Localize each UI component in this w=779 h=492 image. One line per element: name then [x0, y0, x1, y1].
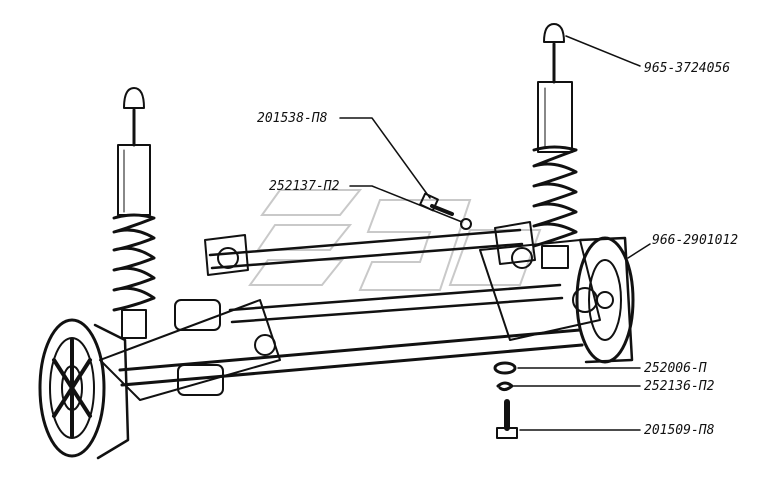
- leader-lines: [339, 35, 651, 431]
- left-brake-drum: [38, 318, 130, 460]
- label-axle: 966-2901012: [652, 233, 738, 248]
- label-nut: 252137-П2: [269, 179, 340, 194]
- right-shock-absorber: [532, 23, 578, 269]
- spring-washer: [496, 381, 514, 392]
- label-bolt: 201538-П8: [257, 111, 328, 126]
- right-brake-drum: [575, 236, 635, 364]
- right-coil-spring: [532, 145, 578, 248]
- bottom-bolt: [496, 399, 518, 439]
- label-bottom-bolt: 201509-П8: [644, 423, 715, 438]
- label-spring-washer: 252136-П2: [644, 379, 715, 394]
- left-shock-absorber: [112, 87, 156, 339]
- label-washer: 252006-П: [644, 361, 707, 376]
- nut: [460, 218, 472, 230]
- washer: [493, 361, 517, 375]
- left-coil-spring: [112, 213, 156, 312]
- label-top-cap: 965-3724056: [644, 61, 730, 76]
- axle-assembly: [99, 221, 601, 401]
